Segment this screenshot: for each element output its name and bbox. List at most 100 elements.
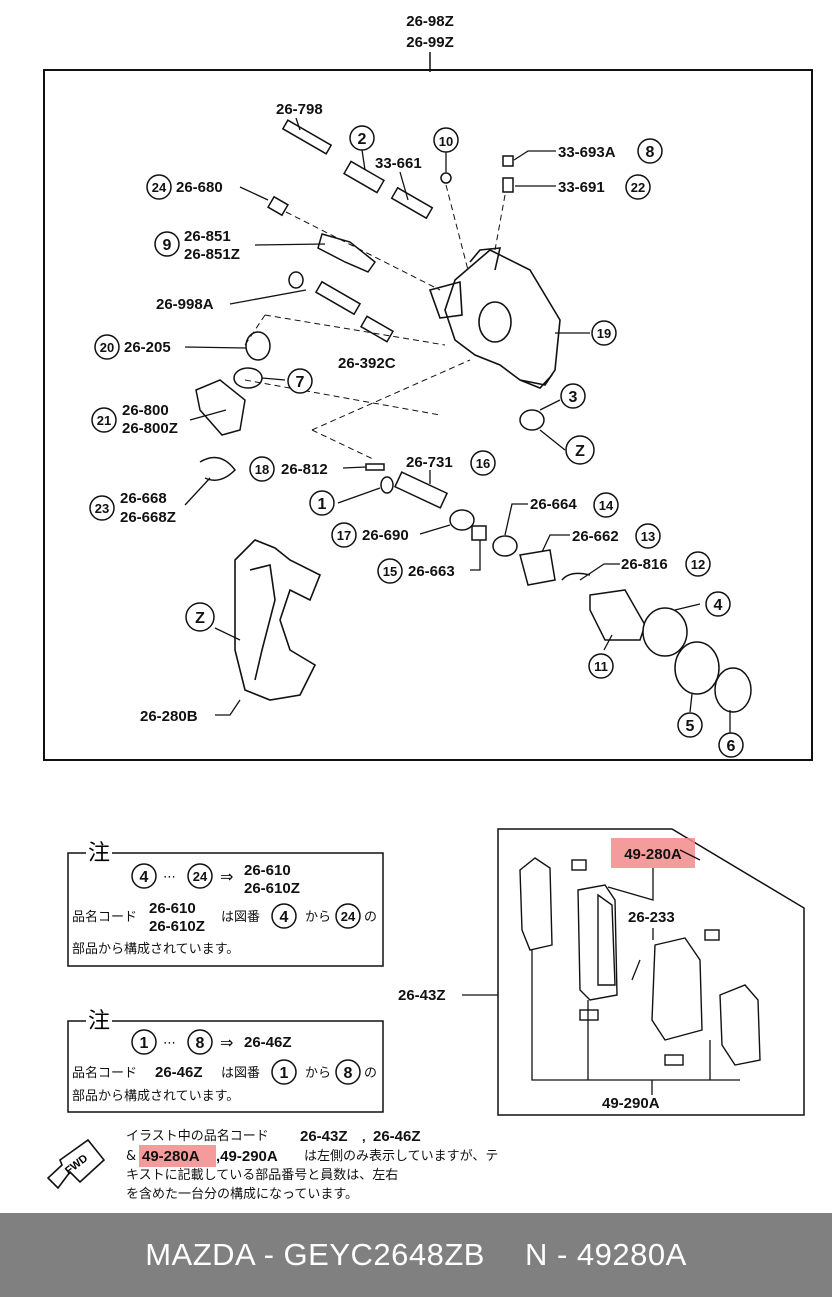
caliper-bracket <box>234 539 322 701</box>
bottom-note-code-43z: 26-43Z <box>300 1128 348 1145</box>
label-26-731: 26-731 <box>406 454 453 471</box>
fwd-arrow-icon: FWD <box>46 1138 106 1190</box>
diagram-frame <box>43 69 813 761</box>
label-26-690: 26-690 <box>362 527 409 544</box>
label-26-851z: 26-851Z <box>184 246 240 263</box>
label-26-663: 26-663 <box>408 563 455 580</box>
note2-circle-b: 8 <box>196 1035 205 1052</box>
note1-result-2: 26-610Z <box>244 880 300 897</box>
callout-circles <box>89 125 744 758</box>
footer-part-number: N - 49280A <box>524 1237 687 1272</box>
note2-circle-a: 1 <box>140 1035 149 1052</box>
callout-numbers: 2 10 8 22 24 9 20 7 21 19 3 Z 18 16 1 23… <box>95 131 736 755</box>
header-line2: 26-99Z <box>406 34 454 51</box>
callout-1: 1 <box>318 496 327 513</box>
callout-13: 13 <box>641 529 655 544</box>
note-1: 注 4 ⋯ 24 ⇒ 26-610 26-610Z 品名コード 26-610 2… <box>67 841 384 967</box>
note1-heading: 注 <box>88 841 110 866</box>
label-49-280a: 49-280A <box>624 846 682 863</box>
label-26-816: 26-816 <box>621 556 668 573</box>
leader-lines <box>184 117 731 733</box>
note2-mid: は図番 <box>221 1066 260 1081</box>
callout-24: 24 <box>152 180 167 195</box>
label-26-43z: 26-43Z <box>398 987 446 1004</box>
note2-result-1: 26-46Z <box>244 1034 292 1051</box>
bottom-note-49-280a: 49-280A <box>142 1148 200 1165</box>
callout-7: 7 <box>296 374 305 391</box>
label-26-280b: 26-280B <box>140 708 198 725</box>
callout-18: 18 <box>255 462 269 477</box>
exploded-diagram: 26-98Z 26-99Z <box>43 13 813 1202</box>
bottom-note-49-290a: ,49-290A <box>216 1148 278 1165</box>
bottom-note: FWD イラスト中の品名コード 26-43Z , 26-46Z & 49-280… <box>46 1128 498 1202</box>
label-26-800z: 26-800Z <box>122 420 178 437</box>
callout-17: 17 <box>337 528 351 543</box>
note1-prefix: 品名コード <box>72 909 137 925</box>
bottom-note-l4: を含めた一台分の構成になっています。 <box>126 1186 358 1202</box>
note1-line3: 部品から構成されています。 <box>72 942 239 957</box>
callout-12: 12 <box>691 557 705 572</box>
note1-circle-d: 24 <box>341 909 356 924</box>
bottom-note-amp: & <box>126 1149 136 1164</box>
label-26-851: 26-851 <box>184 228 231 245</box>
callout-5: 5 <box>686 718 695 735</box>
callout-14: 14 <box>599 498 614 513</box>
bottom-note-highlight <box>139 1145 216 1167</box>
label-26-800: 26-800 <box>122 402 169 419</box>
note2-code-1: 26-46Z <box>155 1064 203 1081</box>
note1-code-2: 26-610Z <box>149 918 205 935</box>
header-line1: 26-98Z <box>406 13 454 30</box>
callout-20: 20 <box>100 340 114 355</box>
caliper-body <box>428 247 561 389</box>
callout-10: 10 <box>439 134 453 149</box>
brake-pad-box: 49-280A 26-233 26-43Z 49-290A <box>398 828 805 1116</box>
note2-ellipsis: ⋯ <box>163 1036 176 1051</box>
footer-model-code: MAZDA - GEYC2648ZB <box>145 1237 485 1272</box>
note1-circle-a: 4 <box>140 869 149 886</box>
note2-prefix: 品名コード <box>72 1065 137 1081</box>
note1-code-1: 26-610 <box>149 900 196 917</box>
footer-bar: MAZDA - GEYC2648ZB N - 49280A <box>0 1213 832 1297</box>
note2-no: の <box>364 1066 377 1081</box>
bottom-note-l3: キストに記載している部品番号と員数は、左右 <box>126 1167 398 1183</box>
note1-no: の <box>364 910 377 925</box>
label-26-233: 26-233 <box>628 909 675 926</box>
note1-circle-b: 24 <box>193 869 208 884</box>
label-26-392c: 26-392C <box>338 355 396 372</box>
callout-19: 19 <box>597 326 611 341</box>
note1-kara: から <box>305 910 331 925</box>
callout-4: 4 <box>714 597 723 614</box>
note1-circle-c: 4 <box>280 909 289 926</box>
assembly-guides <box>244 184 506 461</box>
callout-3: 3 <box>569 389 578 406</box>
note2-kara: から <box>305 1066 331 1081</box>
label-26-668: 26-668 <box>120 490 167 507</box>
note1-result-1: 26-610 <box>244 862 291 879</box>
callout-z-1: Z <box>575 443 585 460</box>
bottom-note-l1a: イラスト中の品名コード <box>126 1128 269 1144</box>
callout-23: 23 <box>95 501 109 516</box>
part-labels: 26-798 33-661 33-693A 33-691 26-680 26-8… <box>120 101 668 725</box>
label-26-668z: 26-668Z <box>120 509 176 526</box>
note-2: 注 1 ⋯ 8 ⇒ 26-46Z 品名コード 26-46Z は図番 1 から 8… <box>67 1009 384 1113</box>
callout-16: 16 <box>476 456 490 471</box>
label-33-691: 33-691 <box>558 179 605 196</box>
label-33-693a: 33-693A <box>558 144 616 161</box>
note1-ellipsis: ⋯ <box>163 870 176 885</box>
callout-8: 8 <box>646 144 655 161</box>
label-26-798: 26-798 <box>276 101 323 118</box>
label-26-664: 26-664 <box>530 496 577 513</box>
callout-9: 9 <box>163 237 172 254</box>
bottom-note-l2c: は左側のみ表示していますが、テ <box>304 1149 498 1164</box>
note2-line3: 部品から構成されています。 <box>72 1089 239 1104</box>
note1-arrow: ⇒ <box>220 867 233 886</box>
callout-22: 22 <box>631 180 645 195</box>
callout-11: 11 <box>594 659 608 674</box>
label-33-661: 33-661 <box>375 155 422 172</box>
callout-2: 2 <box>358 131 367 148</box>
note2-circle-d: 8 <box>344 1065 353 1082</box>
note2-circle-c: 1 <box>280 1065 289 1082</box>
callout-15: 15 <box>383 564 397 579</box>
note2-arrow: ⇒ <box>220 1033 233 1052</box>
callout-21: 21 <box>97 413 111 428</box>
